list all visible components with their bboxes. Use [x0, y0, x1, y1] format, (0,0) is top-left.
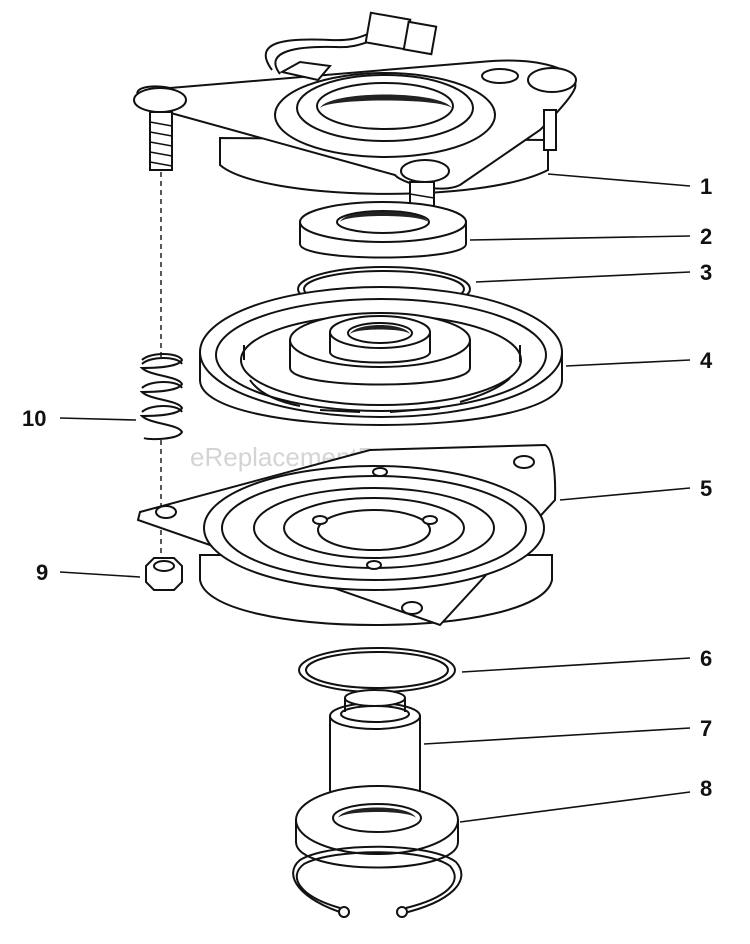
part-4-armature-rotor [199, 286, 563, 426]
part-6-retaining-ring [298, 647, 456, 693]
part-9-nut [145, 557, 183, 591]
callout-7: 7 [700, 716, 712, 741]
callout-6: 6 [700, 646, 712, 671]
part-5-field-plate [136, 443, 557, 627]
leader-7 [423, 727, 691, 745]
leader-2 [469, 235, 691, 241]
callout-8: 8 [700, 776, 712, 801]
callout-4: 4 [700, 348, 713, 373]
leader-3 [475, 271, 691, 283]
leader-5 [559, 487, 691, 501]
stud-left [149, 111, 173, 171]
bottom-snap-ring [292, 845, 463, 918]
leader-1 [547, 173, 691, 187]
part-2-bearing [299, 201, 467, 259]
wire-harness [264, 31, 373, 71]
leader-4 [565, 359, 691, 367]
part-10-spring [139, 353, 184, 441]
callout-1: 1 [700, 174, 712, 199]
leader-8 [459, 791, 691, 823]
wire-connector [364, 11, 412, 51]
callout-5: 5 [700, 476, 712, 501]
leader-10 [59, 417, 137, 421]
callout-2: 2 [700, 224, 712, 249]
callout-10: 10 [22, 406, 46, 431]
callout-9: 9 [36, 560, 48, 585]
callout-3: 3 [700, 260, 712, 285]
part-8-bearing [295, 785, 459, 869]
leader-9 [59, 571, 141, 578]
leader-6 [461, 657, 691, 673]
part-1-mounting-plate [133, 11, 577, 251]
